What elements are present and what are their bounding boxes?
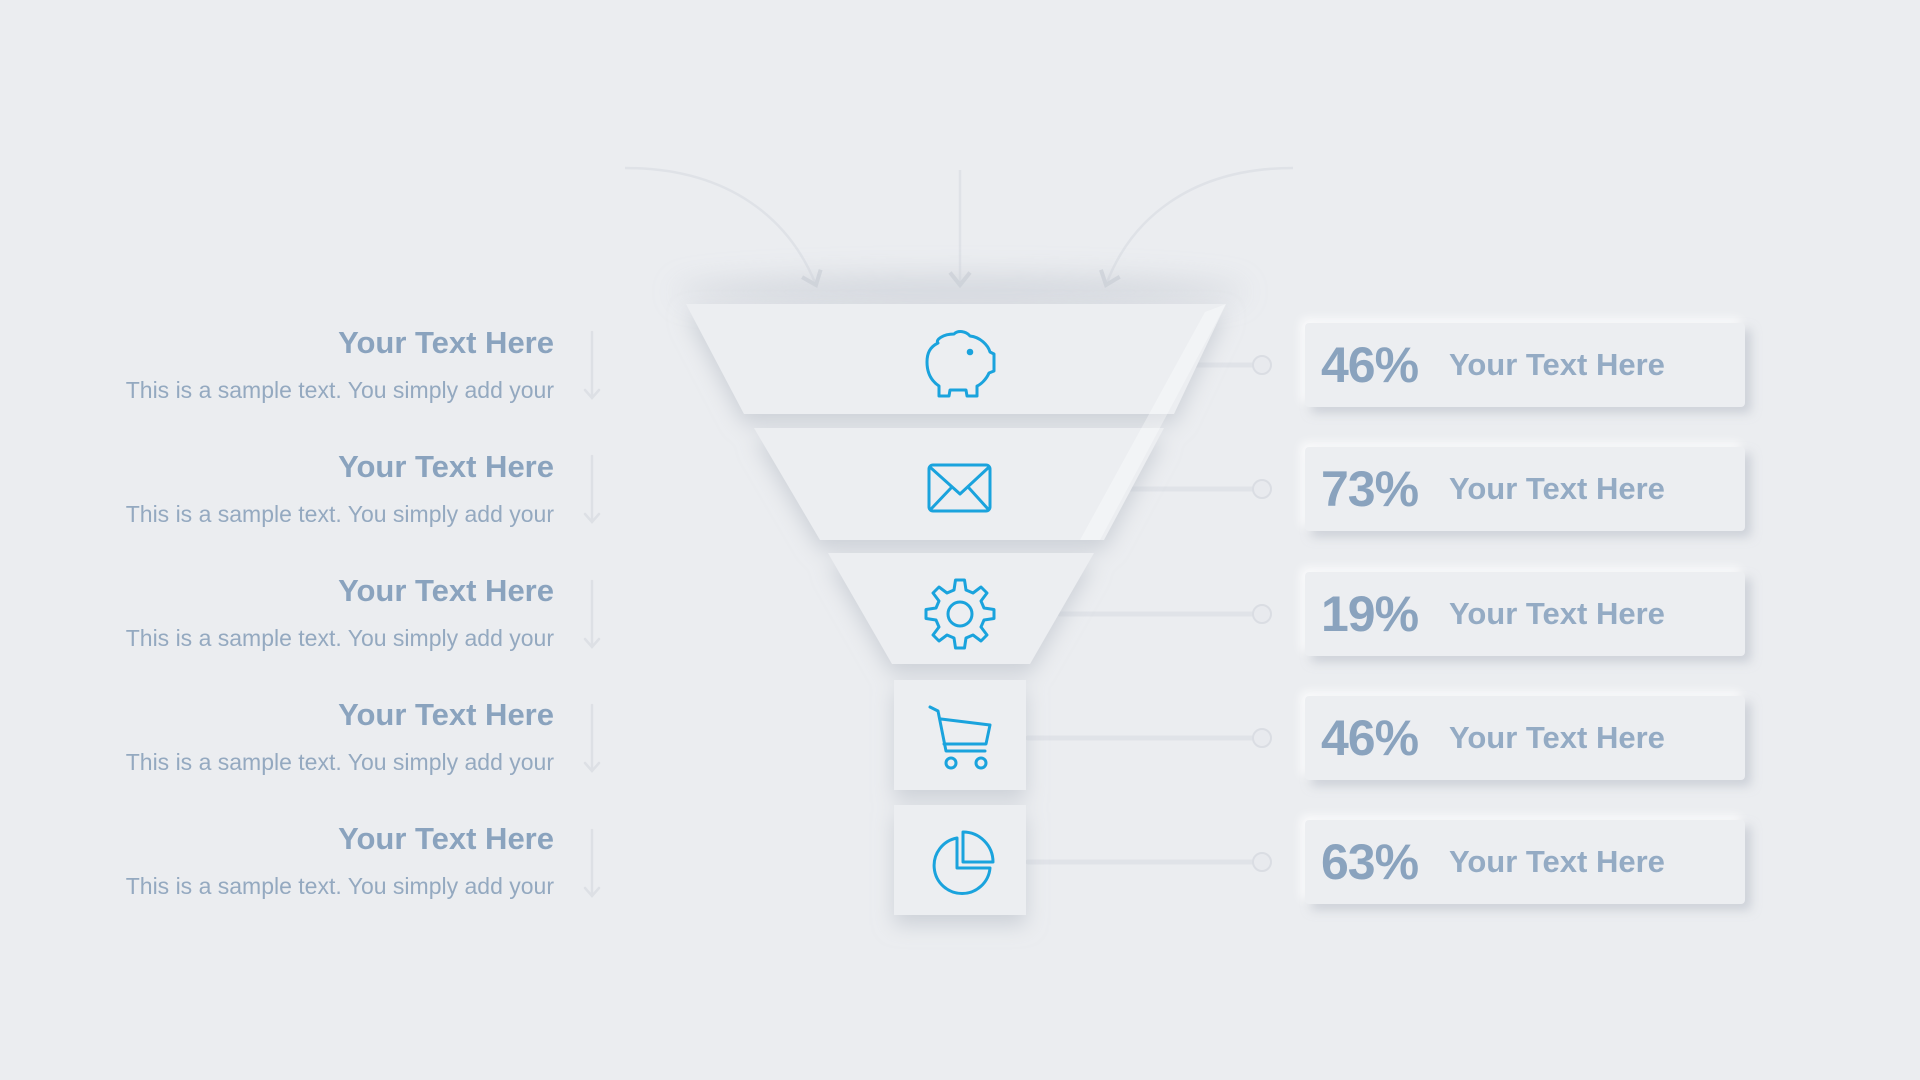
left-item-title: Your Text Here	[338, 573, 554, 608]
stat-card-4: 46% Your Text Here	[1305, 696, 1745, 780]
stat-card-5: 63% Your Text Here	[1305, 820, 1745, 904]
stat-label: Your Text Here	[1449, 471, 1665, 506]
incoming-arrow-left	[624, 166, 823, 288]
left-item-description: This is a sample text. You simply add yo…	[125, 749, 554, 775]
stat-label: Your Text Here	[1449, 347, 1665, 382]
left-item-description: This is a sample text. You simply add yo…	[125, 501, 554, 527]
stat-card-3: 19% Your Text Here	[1305, 572, 1745, 656]
left-item-description: This is a sample text. You simply add yo…	[125, 625, 554, 651]
stat-label: Your Text Here	[1449, 720, 1665, 755]
stat-percentage: 19%	[1321, 586, 1419, 642]
left-down-arrows	[583, 330, 601, 898]
stat-label: Your Text Here	[1449, 844, 1665, 879]
left-item-2: Your Text Here This is a sample text. Yo…	[34, 449, 554, 529]
left-item-1: Your Text Here This is a sample text. Yo…	[34, 325, 554, 405]
left-item-5: Your Text Here This is a sample text. Yo…	[34, 821, 554, 901]
stat-card-2: 73% Your Text Here	[1305, 447, 1745, 531]
funnel-stage-2	[754, 428, 1164, 540]
stat-label: Your Text Here	[1449, 596, 1665, 631]
left-item-title: Your Text Here	[338, 821, 554, 856]
gear-icon	[924, 578, 996, 650]
incoming-arrow-right	[1099, 166, 1294, 289]
funnel-stage-3	[828, 553, 1094, 664]
left-item-title: Your Text Here	[338, 325, 554, 360]
funnel-stage-5	[894, 805, 1026, 915]
shopping-cart-icon	[928, 705, 992, 770]
left-item-description: This is a sample text. You simply add yo…	[125, 377, 554, 403]
piggy-bank-icon	[925, 330, 996, 398]
stat-percentage: 46%	[1321, 710, 1419, 766]
connector-dots	[1252, 355, 1272, 872]
stat-percentage: 46%	[1321, 337, 1419, 393]
incoming-arrows	[624, 166, 1294, 289]
stat-percentage: 73%	[1321, 461, 1419, 517]
envelope-icon	[927, 463, 992, 513]
stat-percentage: 63%	[1321, 834, 1419, 890]
left-item-4: Your Text Here This is a sample text. Yo…	[34, 697, 554, 777]
left-item-title: Your Text Here	[338, 449, 554, 484]
pie-chart-icon	[932, 830, 995, 895]
funnel-stage-4	[894, 680, 1026, 790]
stat-card-1: 46% Your Text Here	[1305, 323, 1745, 407]
left-item-description: This is a sample text. You simply add yo…	[125, 873, 554, 899]
left-item-title: Your Text Here	[338, 697, 554, 732]
left-item-3: Your Text Here This is a sample text. Yo…	[34, 573, 554, 653]
funnel-stage-1	[686, 304, 1226, 414]
